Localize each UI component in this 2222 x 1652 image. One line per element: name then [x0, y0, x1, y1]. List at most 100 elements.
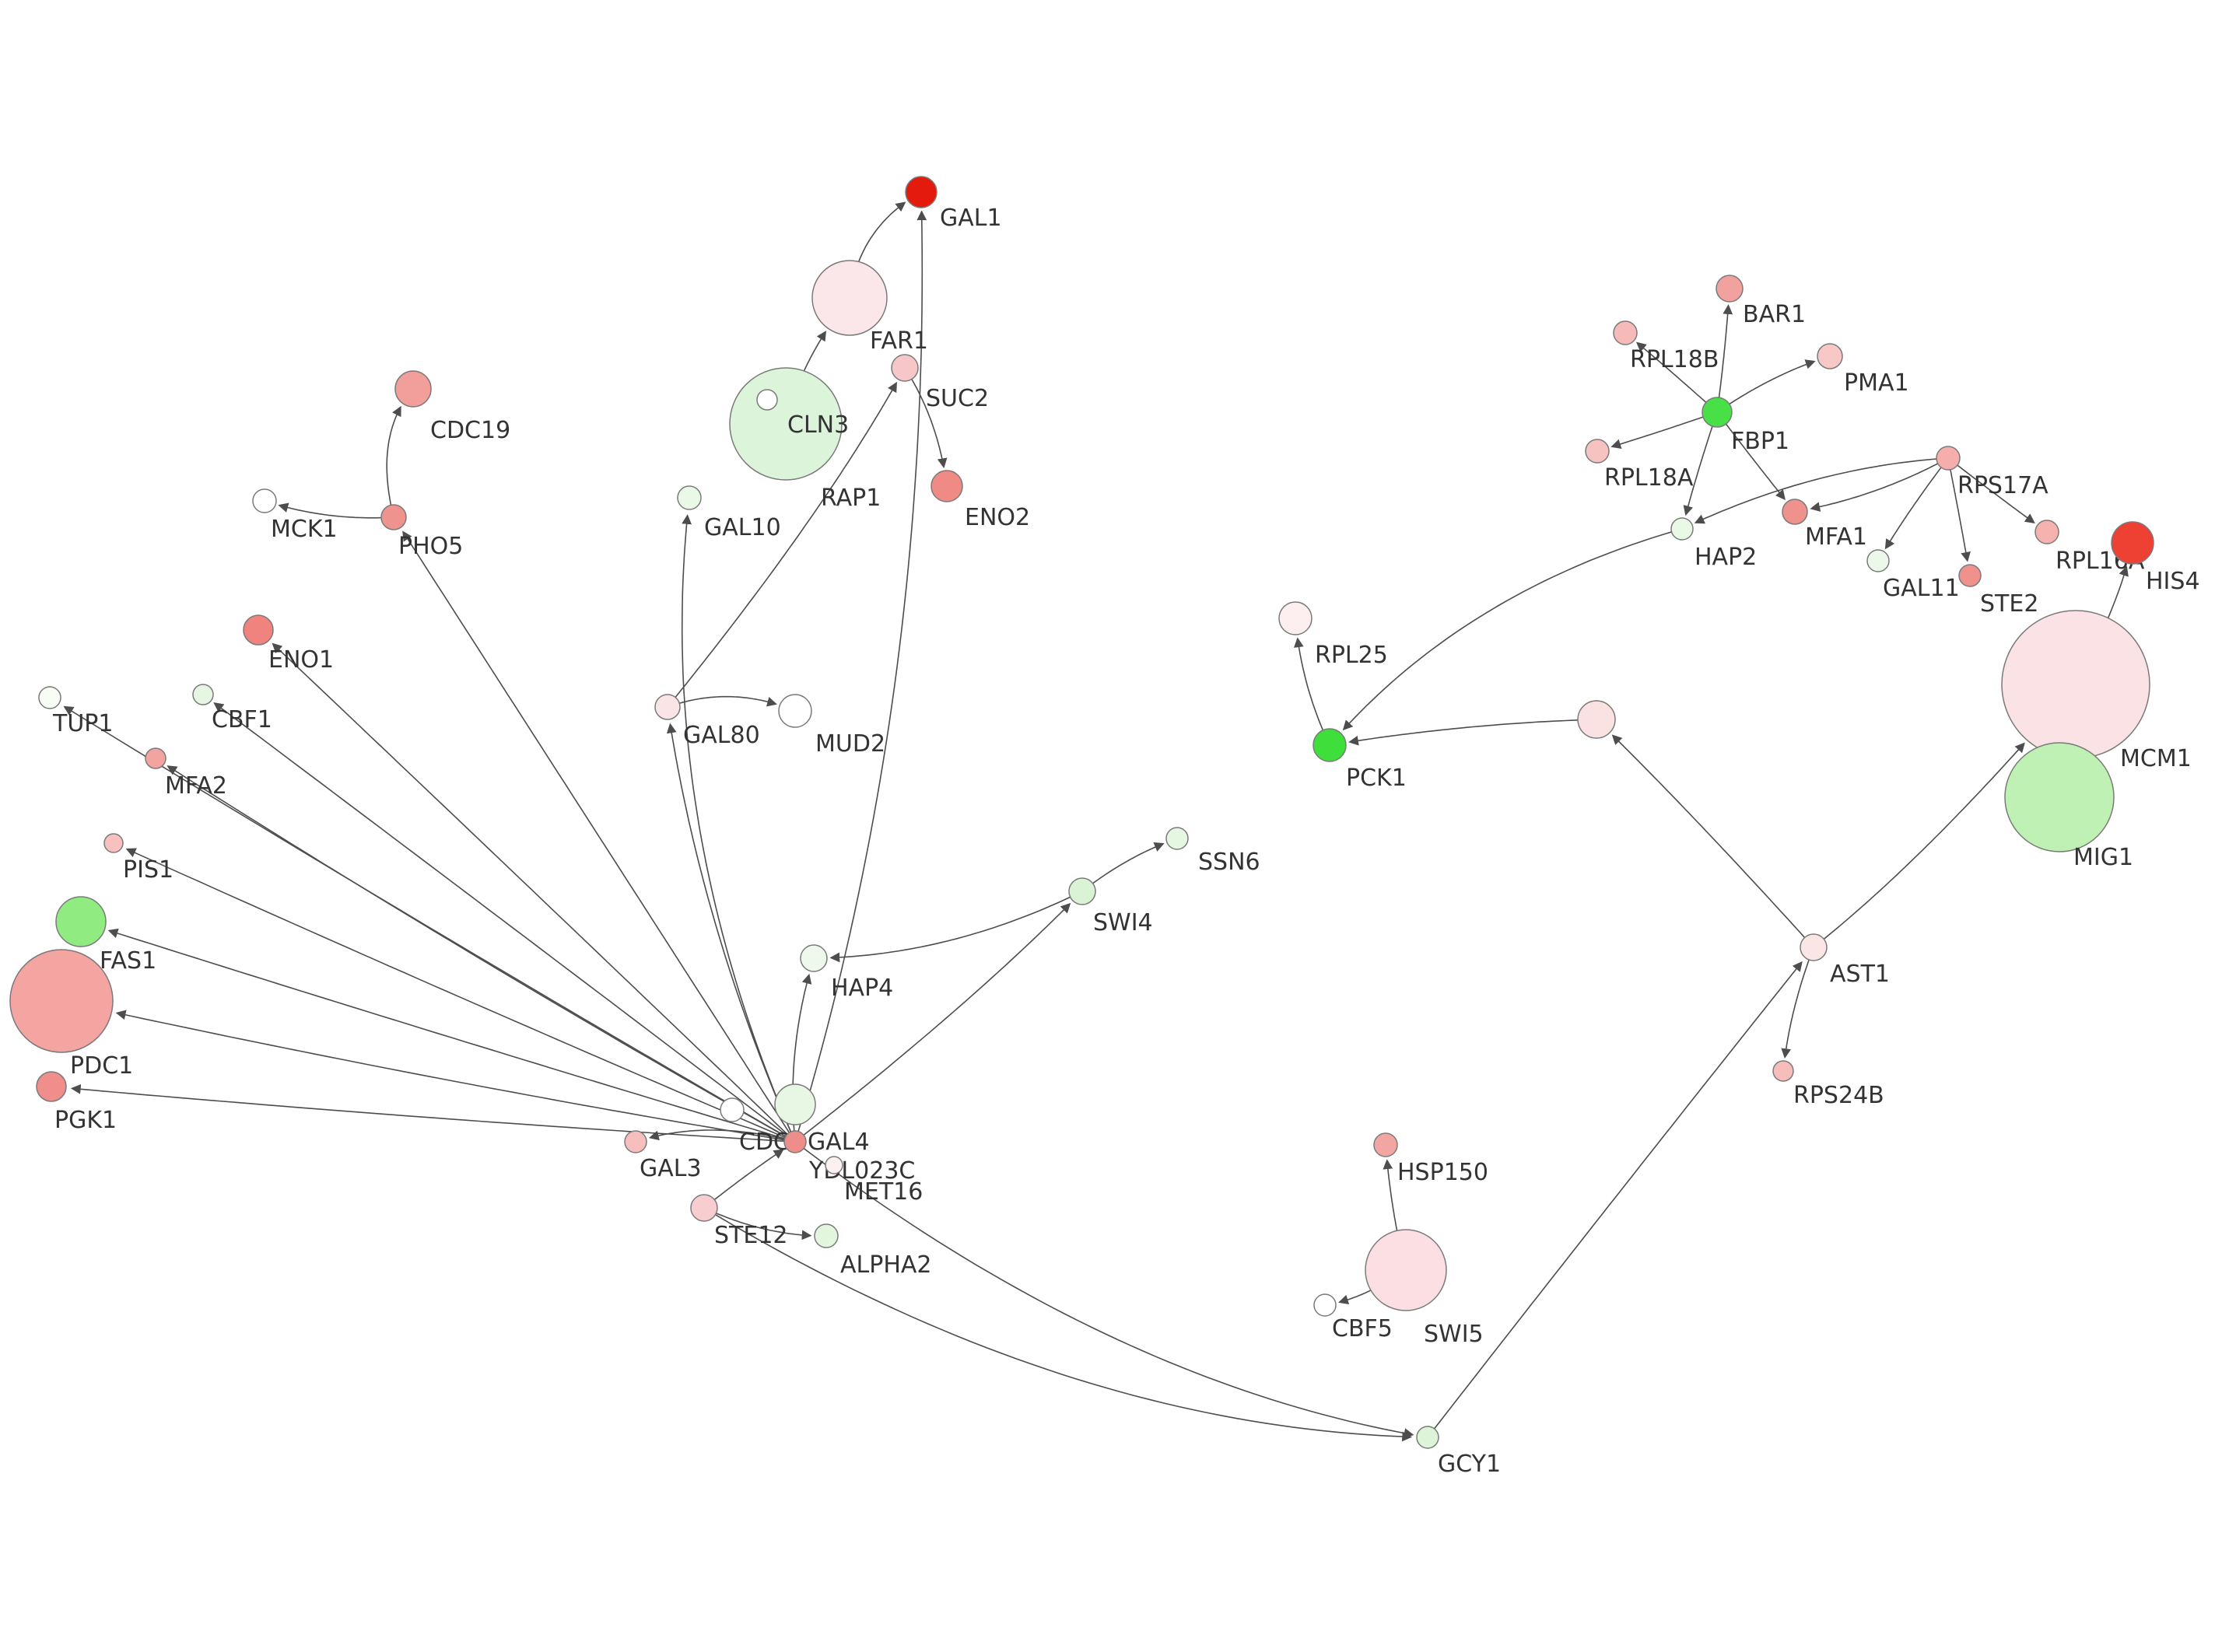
node-SWI5[interactable]: [1365, 1229, 1447, 1311]
node-label-MCM1: MCM1: [2120, 745, 2192, 772]
node-HAP2[interactable]: [1670, 517, 1694, 541]
node-PMA1[interactable]: [1817, 343, 1843, 369]
node-RPL18B[interactable]: [1613, 320, 1638, 345]
edge-GCY1-AST1[interactable]: [1427, 961, 1803, 1438]
node-MFA2[interactable]: [145, 747, 166, 769]
node-CLN3[interactable]: [756, 389, 778, 411]
edge-FBP1-BAR1[interactable]: [1716, 304, 1733, 413]
edge-GAL4-FAS1[interactable]: [107, 928, 796, 1143]
node-RPL18A[interactable]: [1585, 439, 1610, 464]
node-CDC6[interactable]: [720, 1097, 745, 1122]
node-label-RPL18B: RPL18B: [1630, 346, 1719, 373]
edge-GAL80-MUD2[interactable]: [667, 695, 777, 708]
node-STE12[interactable]: [690, 1194, 718, 1222]
node-FBP1[interactable]: [1702, 397, 1733, 428]
edge-RPS17A-MFA1[interactable]: [1810, 457, 1949, 512]
node-GAL80[interactable]: [654, 694, 681, 720]
node-RPL25[interactable]: [1278, 601, 1313, 635]
edge-STE12-GCY1[interactable]: [703, 1207, 1413, 1442]
node-RPL16A[interactable]: [2034, 520, 2059, 544]
edge-GAL4-CBF1[interactable]: [213, 702, 796, 1143]
edge-GAL4-PGK1[interactable]: [70, 1083, 796, 1143]
edge-FBP1-MFA1[interactable]: [1716, 411, 1786, 500]
node-GCY1[interactable]: [1416, 1426, 1439, 1449]
node-ENO1[interactable]: [243, 614, 274, 646]
node-HIS4[interactable]: [2111, 521, 2154, 565]
edge-GAL4-PDC1[interactable]: [115, 1010, 796, 1143]
edge-GAL4-GAL80[interactable]: [666, 723, 796, 1143]
node-AST1[interactable]: [1800, 933, 1828, 961]
edge-PHO5-MCK1[interactable]: [278, 502, 394, 519]
node-PGK1[interactable]: [36, 1071, 67, 1102]
edge-GAL4-MFA2[interactable]: [166, 765, 796, 1143]
node-MCM1[interactable]: [2001, 610, 2150, 759]
node-STE2[interactable]: [1958, 564, 1982, 587]
node-label-RPL18A: RPL18A: [1604, 464, 1694, 492]
edge-GAL4-PHO5[interactable]: [402, 530, 796, 1143]
node-ENO2[interactable]: [931, 470, 963, 502]
node-CBF1[interactable]: [192, 684, 214, 705]
node-CDC19[interactable]: [394, 370, 432, 408]
node-BAR1[interactable]: [1716, 275, 1744, 303]
node-MIG1[interactable]: [2004, 742, 2115, 852]
node-SSN6[interactable]: [1165, 827, 1189, 850]
edge-PCK1-RPL25[interactable]: [1293, 637, 1330, 746]
edge-RPS17A-GAL11[interactable]: [1884, 457, 1949, 550]
node-X1[interactable]: [1577, 700, 1616, 739]
edge-GAL4-TUP1[interactable]: [63, 705, 796, 1143]
node-MCK1[interactable]: [252, 488, 277, 513]
node-GAL11[interactable]: [1866, 549, 1890, 572]
node-RPS17A[interactable]: [1936, 446, 1961, 471]
edge-FBP1-RPL18A[interactable]: [1610, 411, 1718, 449]
edge-HAP2-PCK1[interactable]: [1342, 528, 1683, 731]
node-FAS1[interactable]: [55, 896, 107, 947]
edge-GAL4-GCY1[interactable]: [794, 1141, 1414, 1438]
edge-FBP1-RPL18B[interactable]: [1635, 341, 1718, 413]
node-PDC1[interactable]: [9, 949, 114, 1053]
node-GAL3[interactable]: [624, 1130, 647, 1153]
node-YDL023C[interactable]: [774, 1083, 816, 1125]
edge-RPS17A-STE2[interactable]: [1947, 457, 1971, 562]
edge-SUC2-ENO2[interactable]: [904, 367, 948, 469]
edge-FBP1-HAP2[interactable]: [1683, 411, 1718, 516]
edge-GAL4-PIS1[interactable]: [125, 848, 796, 1143]
node-MET16[interactable]: [825, 1156, 843, 1174]
node-PIS1[interactable]: [103, 833, 124, 853]
edge-RPS17A-HAP2[interactable]: [1694, 457, 1949, 524]
edge-X1-PCK1[interactable]: [1348, 719, 1597, 746]
node-TUP1[interactable]: [38, 686, 61, 709]
node-GAL4[interactable]: [783, 1130, 807, 1153]
node-GAL10[interactable]: [677, 485, 702, 510]
edge-AST1-MCM1[interactable]: [1813, 742, 2025, 948]
node-CBF5[interactable]: [1313, 1293, 1337, 1317]
edge-STE12-ALPHA2[interactable]: [703, 1207, 812, 1241]
node-ALPHA2[interactable]: [814, 1223, 839, 1248]
edge-FBP1-PMA1[interactable]: [1716, 359, 1816, 413]
edge-GAL4-GAL3[interactable]: [648, 1129, 796, 1143]
node-RAP1[interactable]: [729, 367, 843, 481]
edge-GAL4-ENO1[interactable]: [272, 642, 796, 1143]
node-SUC2[interactable]: [891, 354, 919, 382]
node-FAR1[interactable]: [811, 260, 888, 336]
node-PHO5[interactable]: [380, 504, 407, 530]
edge-AST1-X1[interactable]: [1611, 734, 1814, 948]
node-SWI4[interactable]: [1068, 877, 1096, 905]
node-MFA1[interactable]: [1782, 499, 1808, 525]
edge-PHO5-CDC19[interactable]: [386, 405, 401, 518]
edge-RPS17A-RPL16A[interactable]: [1947, 457, 2035, 524]
edge-STE12-GAL4[interactable]: [703, 1149, 784, 1209]
node-PCK1[interactable]: [1313, 728, 1347, 762]
edge-AST1-RPS24B[interactable]: [1781, 947, 1814, 1059]
edge-SWI4-HAP4[interactable]: [829, 891, 1083, 963]
edge-GAL4-GAL1[interactable]: [794, 210, 927, 1143]
edge-GAL4-GAL10[interactable]: [681, 514, 796, 1143]
node-MUD2[interactable]: [778, 694, 812, 728]
edge-GAL80-SUC2[interactable]: [667, 381, 897, 708]
node-HSP150[interactable]: [1373, 1132, 1398, 1157]
node-GAL1[interactable]: [905, 176, 938, 208]
node-RPS24B[interactable]: [1772, 1060, 1794, 1082]
node-HAP4[interactable]: [800, 944, 828, 972]
edge-SWI4-SSN6[interactable]: [1081, 842, 1165, 892]
edge-GAL4-SWI4[interactable]: [794, 902, 1071, 1143]
